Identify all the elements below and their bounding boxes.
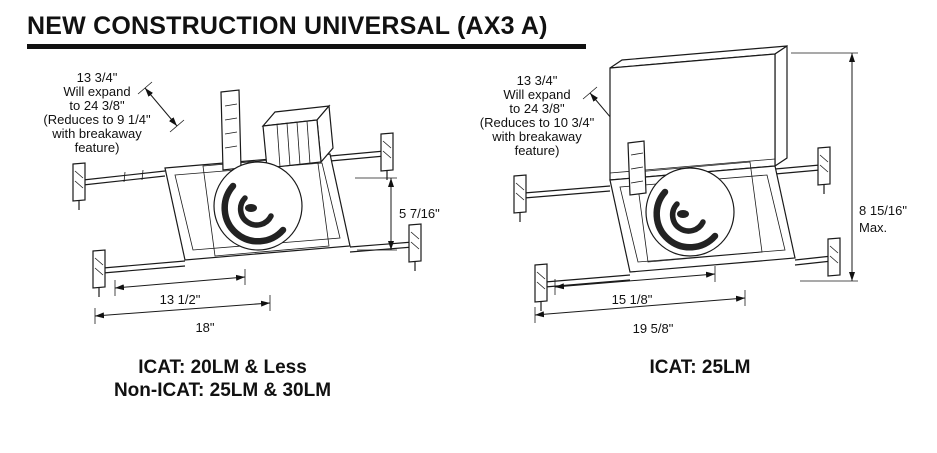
right-height-dimension: 8 15/16" Max. [791, 52, 907, 282]
hanger-bar-back [513, 146, 831, 222]
mounting-bracket [627, 140, 647, 196]
width-dimension-label: 18" [195, 320, 214, 335]
reflector-aperture [645, 167, 735, 257]
width-dimension-label: 15 1/8" [612, 292, 653, 307]
nail-plate [534, 263, 548, 311]
left-figure-caption: ICAT: 20LM & Less Non-ICAT: 25LM & 30LM [50, 356, 395, 402]
height-dimension-label: 8 15/16" [859, 203, 907, 218]
nail-plate [817, 146, 831, 194]
left-width-dimension-inner: 13 1/2" [114, 269, 246, 307]
right-width-dimension-outer: 19 5/8" [534, 290, 746, 336]
left-width-dimension-outer: 18" [94, 295, 271, 335]
mounting-bracket [220, 89, 242, 171]
housing-box [609, 45, 788, 181]
caption-line: ICAT: 20LM & Less [138, 357, 307, 378]
left-expand-note: 13 3/4" Will expand to 24 3/8" (Reduces … [43, 70, 151, 155]
note-line: 13 3/4" [517, 73, 558, 88]
width-dimension-label: 13 1/2" [160, 292, 201, 307]
junction-box [261, 104, 334, 169]
right-figure-caption: ICAT: 25LM [540, 356, 860, 379]
left-height-dimension: 5 7/16" [355, 177, 440, 251]
page-title: NEW CONSTRUCTION UNIVERSAL (AX3 A) [27, 12, 548, 40]
nail-plate [72, 162, 86, 210]
note-line: Will expand [503, 87, 570, 102]
reflector-aperture [213, 161, 303, 251]
caption-line: ICAT: 25LM [649, 357, 751, 378]
left-expand-dimension-arrow [137, 81, 185, 133]
title-rule [27, 44, 586, 49]
note-line: (Reduces to 10 3/4" [480, 115, 595, 130]
hanger-bar-back [72, 132, 394, 210]
reflector-swirl [221, 182, 287, 245]
hanger-bar-front [92, 223, 422, 297]
right-housing-drawing: 13 3/4" Will expand to 24 3/8" (Reduces … [480, 45, 907, 336]
note-line: with breakaway [51, 126, 142, 141]
note-line: to 24 3/8" [69, 98, 125, 113]
note-line: feature) [75, 140, 120, 155]
left-housing-drawing: 13 3/4" Will expand to 24 3/8" (Reduces … [43, 70, 440, 335]
nail-plate [92, 249, 106, 297]
right-expand-note: 13 3/4" Will expand to 24 3/8" (Reduces … [480, 73, 595, 158]
nail-plate [380, 132, 394, 180]
note-line: Will expand [63, 84, 130, 99]
width-dimension-label: 19 5/8" [633, 321, 674, 336]
nail-plate [408, 223, 422, 271]
note-line: feature) [515, 143, 560, 158]
nail-plate [513, 174, 527, 222]
note-line: (Reduces to 9 1/4" [43, 112, 151, 127]
note-line: to 24 3/8" [509, 101, 565, 116]
height-dimension-label: 5 7/16" [399, 206, 440, 221]
note-line: 13 3/4" [77, 70, 118, 85]
reflector-swirl [653, 188, 719, 251]
height-dimension-note: Max. [859, 220, 887, 235]
caption-line: Non-ICAT: 25LM & 30LM [113, 380, 332, 401]
note-line: with breakaway [491, 129, 582, 144]
nail-plate [827, 237, 841, 277]
